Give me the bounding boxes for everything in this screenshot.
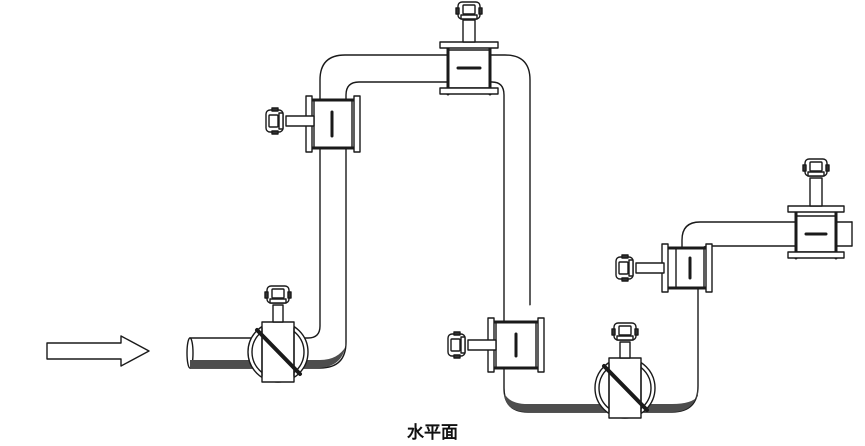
flowmeter-inlet-wrong <box>247 285 309 383</box>
flowmeter-top <box>439 1 499 96</box>
flowmeter-riser-left <box>265 95 361 153</box>
flowmeter-bottom-wrong <box>594 322 656 419</box>
flowmeter-outlet <box>787 158 845 260</box>
flowmeter-riser-right <box>615 243 713 293</box>
caption-horizontal-plane: 水平面 <box>407 423 458 443</box>
flow-direction-arrow <box>46 335 150 367</box>
flowmeter-downcomer <box>447 317 545 373</box>
